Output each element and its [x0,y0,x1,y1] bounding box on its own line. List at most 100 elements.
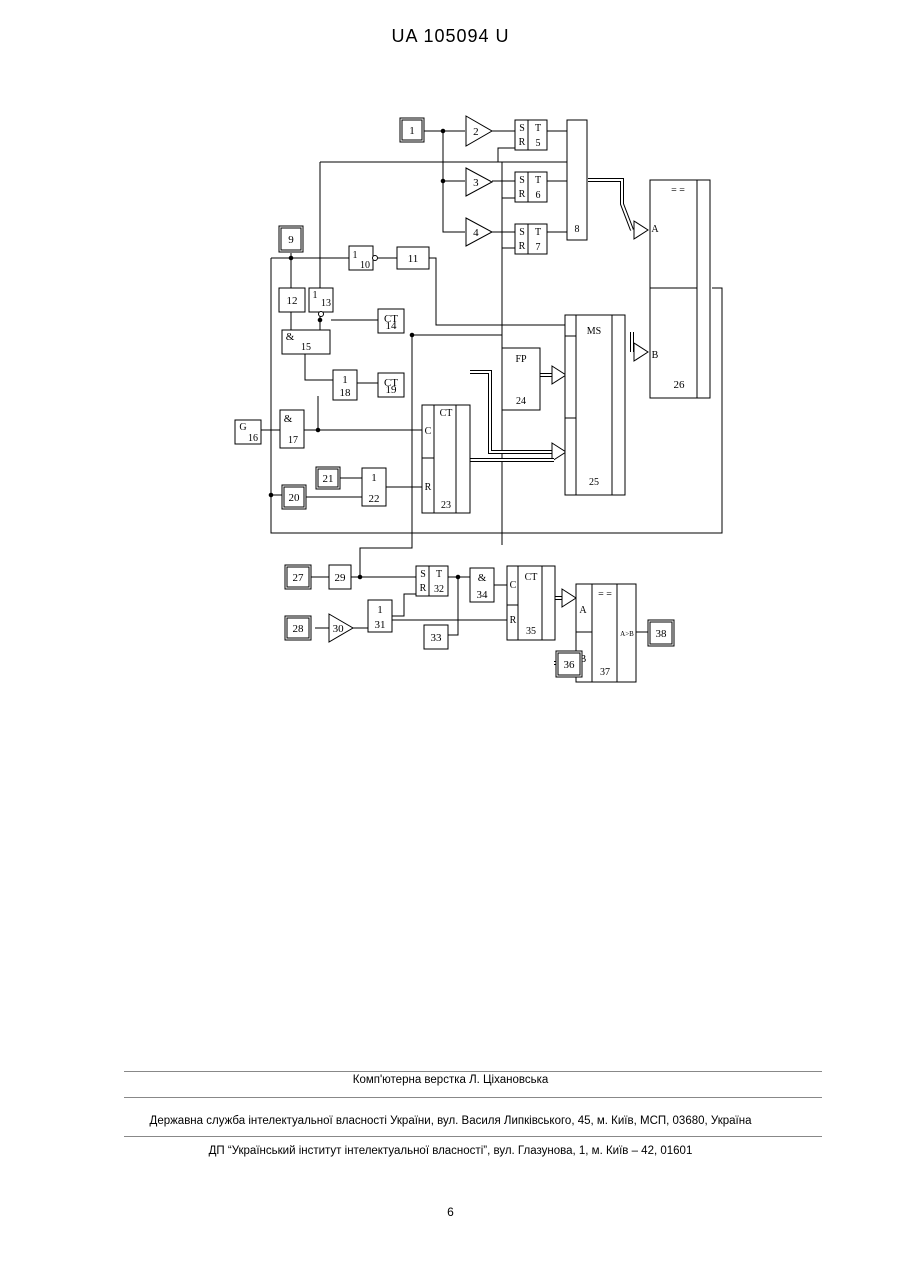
block-19: CT19 [378,373,404,397]
block-37-label: 37 [600,667,610,678]
junction-dot [410,333,414,337]
footer-rule-top [124,1071,822,1072]
footer-rule-middle [124,1097,822,1098]
block-13: 113 [309,288,333,317]
block-35-count-input: C [510,580,517,591]
block-7-type: T [535,227,541,238]
block-34-label: 34 [477,589,489,601]
block-33-label: 33 [431,632,443,644]
block-34-operator: & [478,572,487,584]
block-15: &15 [282,330,330,354]
block-6: SRT6 [515,172,547,202]
block-23-label: 23 [441,500,451,511]
block-4-amplifier [466,218,492,246]
footer-address-2: ДП “Український інститут інтелектуальної… [0,1145,901,1157]
block-8-label: 8 [575,224,580,235]
block-31-operator: 1 [377,604,383,616]
block-24-label: 24 [516,396,526,407]
block-15-label: 15 [301,342,311,353]
block-36: 36 [556,651,582,677]
signal-line [392,594,416,616]
block-35-operator: CT [525,572,538,583]
block-3-amplifier [466,168,492,196]
block-20-label: 20 [289,492,301,504]
block-10: 110 [349,246,378,271]
block-7-label: 7 [536,242,541,253]
junction-dot [456,575,460,579]
block-25-label: 25 [589,477,599,488]
signal-line [360,335,416,577]
block-2-amplifier [466,116,492,146]
block-24-operator: FP [515,354,527,365]
block-13-operator: 1 [313,290,318,301]
block-6-label: 6 [536,190,541,201]
block-5-set-input: S [519,123,525,134]
block-27: 27 [285,565,311,589]
block-12: 12 [279,288,305,312]
block-32-reset-input: R [420,583,427,594]
block-4-label: 4 [473,227,479,239]
block-37: = =ABA>B37 [576,584,636,682]
bus-arrow [552,366,566,384]
block-18-label: 18 [340,387,352,399]
block-14-label: 14 [386,320,398,332]
bus-arrow [552,443,566,461]
block-26: = =AB26 [650,180,710,398]
junction-dot [289,256,293,260]
block-21: 21 [316,467,340,489]
block-22-label: 22 [369,493,380,505]
block-30-label: 30 [333,623,345,635]
bus-arrow [634,221,648,239]
signal-line [318,396,422,430]
block-33: 33 [424,625,448,649]
block-10-inverter [373,256,378,261]
block-32-type: T [436,569,442,580]
block-26-frame [650,180,710,398]
block-20: 20 [282,485,306,509]
block-5-label: 5 [536,138,541,149]
signal-line [448,596,458,635]
junction-dot [269,493,273,497]
block-16-operator: G [239,422,246,433]
block-10-label: 10 [360,260,370,271]
block-26-label: 26 [674,379,686,391]
block-19-label: 19 [386,384,398,396]
signal-line [498,148,515,162]
block-36-label: 36 [564,659,576,671]
block-5-reset-input: R [519,137,526,148]
bus-inner [588,180,632,230]
junction-dot [358,575,362,579]
block-35-reset-input: R [510,615,517,626]
block-28: 28 [285,616,311,640]
block-1-label: 1 [409,125,415,137]
block-17-label: 17 [288,435,298,446]
block-17: &17 [280,410,304,448]
signal-line [448,577,458,596]
block-5-type: T [535,123,541,134]
block-37-input-a: A [579,605,587,616]
block-22: 1 22 [362,468,386,506]
block-7: SRT7 [515,224,547,254]
block-31: 131 [368,600,392,632]
block-24: FP 24 [502,348,540,410]
block-21-label: 21 [323,473,334,485]
block-32: SRT32 [416,566,448,596]
block-16-label: 16 [248,433,258,444]
block-11-label: 11 [408,253,419,265]
block-23-count-input: C [425,426,432,437]
block-32-set-input: S [420,569,426,580]
block-9-label: 9 [288,234,294,246]
block-25-frame [565,315,625,495]
block-6-type: T [535,175,541,186]
junction-dot [318,318,322,322]
block-35: CTCR35 [507,566,555,640]
block-22-operator: 1 [371,472,377,484]
block-13-inverter [319,312,324,317]
block-8: 8 [567,120,587,240]
block-38-label: 38 [656,628,668,640]
block-6-set-input: S [519,175,525,186]
block-7-reset-input: R [519,241,526,252]
block-18: 118 [333,370,357,400]
block-23-frame [422,405,470,513]
bus-outer [588,180,632,230]
